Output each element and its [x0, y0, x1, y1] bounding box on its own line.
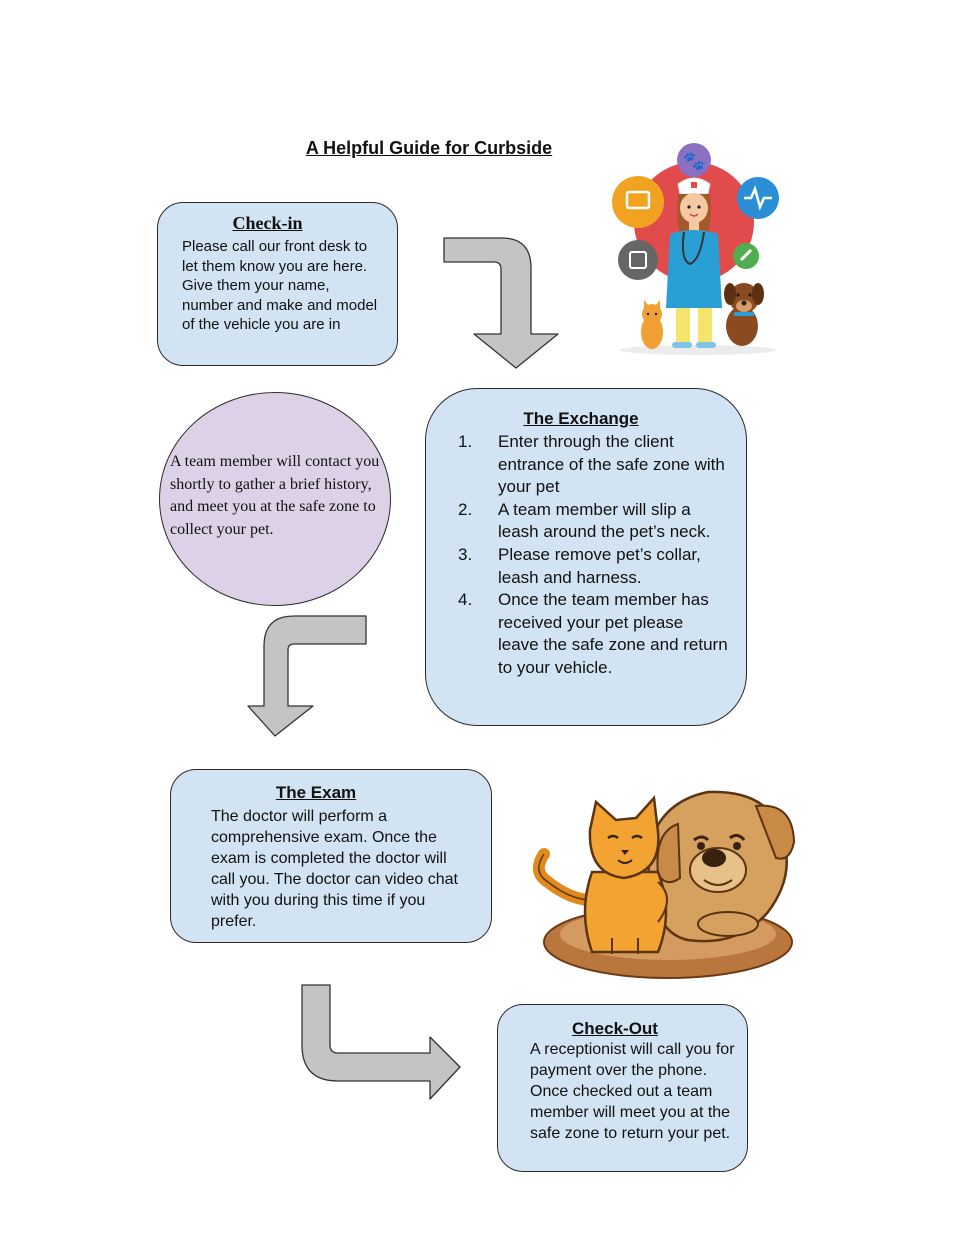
exchange-step: 3. Please remove pet’s collar, leash and … [452, 544, 728, 589]
step-text: Please remove pet’s collar, leash and ha… [498, 544, 701, 587]
exchange-step: 2. A team member will slip a leash around… [452, 499, 728, 544]
contact-oval: A team member will contact you shortly t… [159, 392, 391, 606]
step-text: Enter through the client entrance of the… [498, 432, 725, 497]
step-number: 3. [458, 544, 473, 564]
checkin-box: Check-in Please call our front desk to l… [157, 202, 398, 366]
exam-text: The doctor will perform a comprehensive … [211, 808, 458, 930]
step-text: Once the team member has received your p… [498, 590, 728, 677]
cat-and-dog-illustration [532, 790, 796, 979]
arrow-down-right-icon [301, 984, 461, 1100]
checkin-text: Please call our front desk to let them k… [182, 238, 378, 333]
step-number: 4. [458, 590, 473, 610]
exam-heading: The Exam [275, 783, 357, 802]
exchange-step: 1. Enter through the client entrance of t… [452, 431, 728, 499]
checkout-heading: Check-Out [572, 1019, 658, 1038]
step-number: 1. [458, 432, 473, 451]
step-text: A team member will slip a leash around t… [498, 499, 711, 542]
exchange-steps-list: 1. Enter through the client entrance of t… [452, 431, 728, 680]
arrow-left-down-icon [247, 615, 367, 737]
step-number: 2. [458, 499, 473, 519]
page-title: A Helpful Guide for Curbside [305, 138, 553, 158]
exchange-step: 4. Once the team member has received your… [452, 589, 728, 679]
exam-box: The Exam The doctor will perform a compr… [170, 769, 492, 943]
checkin-heading: Check-in [232, 213, 303, 233]
arrow-right-down-icon [443, 237, 559, 369]
contact-text: A team member will contact you shortly t… [170, 453, 380, 538]
svg-text:🐾: 🐾 [683, 151, 705, 172]
exchange-heading: The Exchange [523, 409, 639, 428]
checkout-box: Check-Out A receptionist will call you f… [497, 1004, 748, 1172]
veterinarian-with-pets-illustration: 🐾 [612, 143, 779, 355]
exchange-box: The Exchange 1. Enter through the client … [425, 388, 747, 726]
checkout-text: A receptionist will call you for payment… [530, 1041, 735, 1142]
